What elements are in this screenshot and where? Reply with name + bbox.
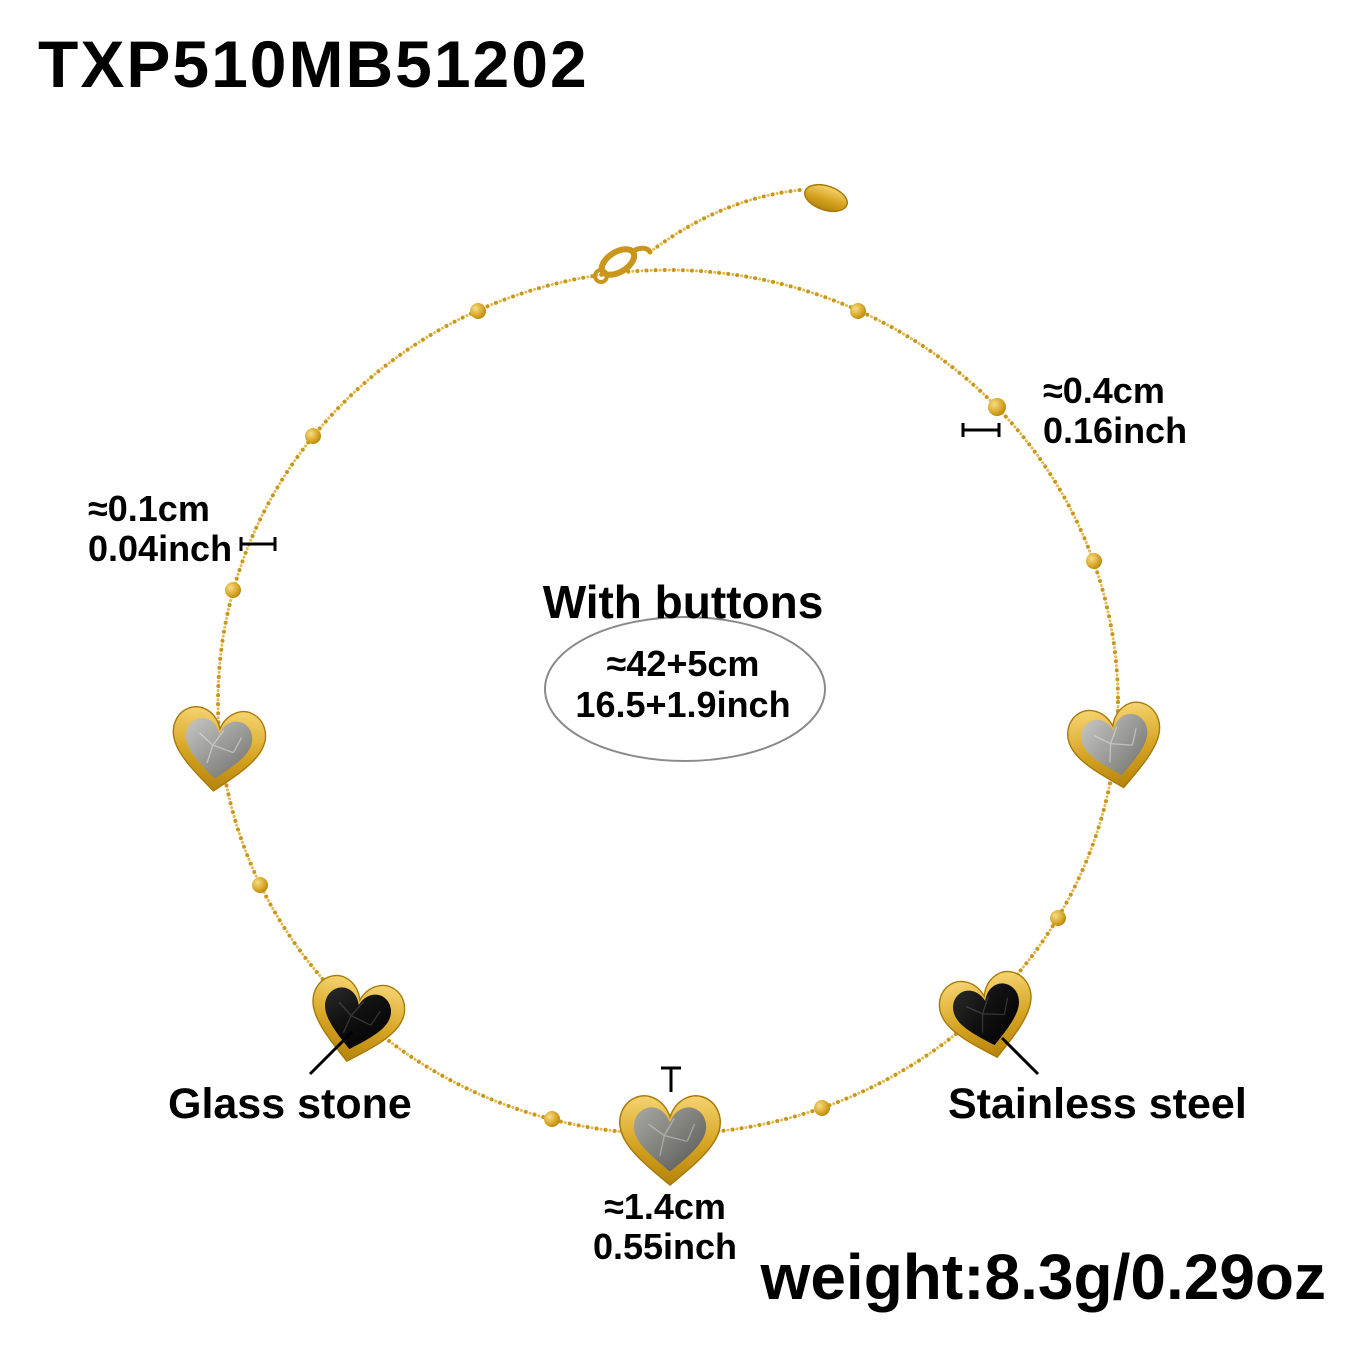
stainless-steel-label: Stainless steel (948, 1080, 1247, 1128)
bead-size-inch: 0.16inch (1043, 410, 1188, 451)
chain-size-inch: 0.04inch (88, 528, 233, 569)
chain-bead (988, 398, 1006, 416)
bead-measure-tick (961, 423, 1001, 437)
length-value-inch: 16.5+1.9inch (575, 684, 791, 725)
length-label: With buttons (542, 576, 824, 628)
heart-pendant-bottom-center (619, 1095, 721, 1186)
length-value-cm: ≈42+5cm (606, 643, 760, 684)
heart-pendant-upper-right (1067, 701, 1161, 789)
chain-bead (1086, 553, 1102, 569)
glass-stone-label: Glass stone (168, 1080, 412, 1128)
chain-bead (814, 1100, 830, 1116)
heart-pendant-lower-right (938, 970, 1032, 1059)
length-ellipse (544, 616, 826, 762)
heart-pendant-upper-left (172, 706, 267, 792)
chain-bead (850, 303, 866, 319)
pendant-size-cm: ≈1.4cm (604, 1186, 726, 1227)
clasp-icon (593, 245, 653, 284)
weight-label: weight:8.3g/0.29oz (760, 1241, 1326, 1313)
chain-bead (252, 877, 268, 893)
chain-measure-tick (239, 537, 277, 551)
chain-bead (225, 582, 241, 598)
chain-beads (225, 303, 1102, 1127)
stainless-steel-callout-line (1000, 1036, 1040, 1076)
heart-pendant-lower-left (312, 974, 406, 1063)
chain-size-cm: ≈0.1cm (88, 488, 210, 529)
glass-stone-callout-line (308, 1030, 354, 1076)
chain-bead (470, 303, 486, 319)
chain-bead (544, 1111, 560, 1127)
pendant-size-inch: 0.55inch (592, 1226, 738, 1267)
pendant-measure-tick (661, 1066, 681, 1092)
bead-size-cm: ≈0.4cm (1043, 370, 1165, 411)
chain-bead (1050, 910, 1066, 926)
brand-tag (804, 183, 848, 213)
product-code: TXP510MB51202 (38, 27, 589, 101)
chain-bead (305, 428, 321, 444)
extender-chain (648, 183, 848, 254)
